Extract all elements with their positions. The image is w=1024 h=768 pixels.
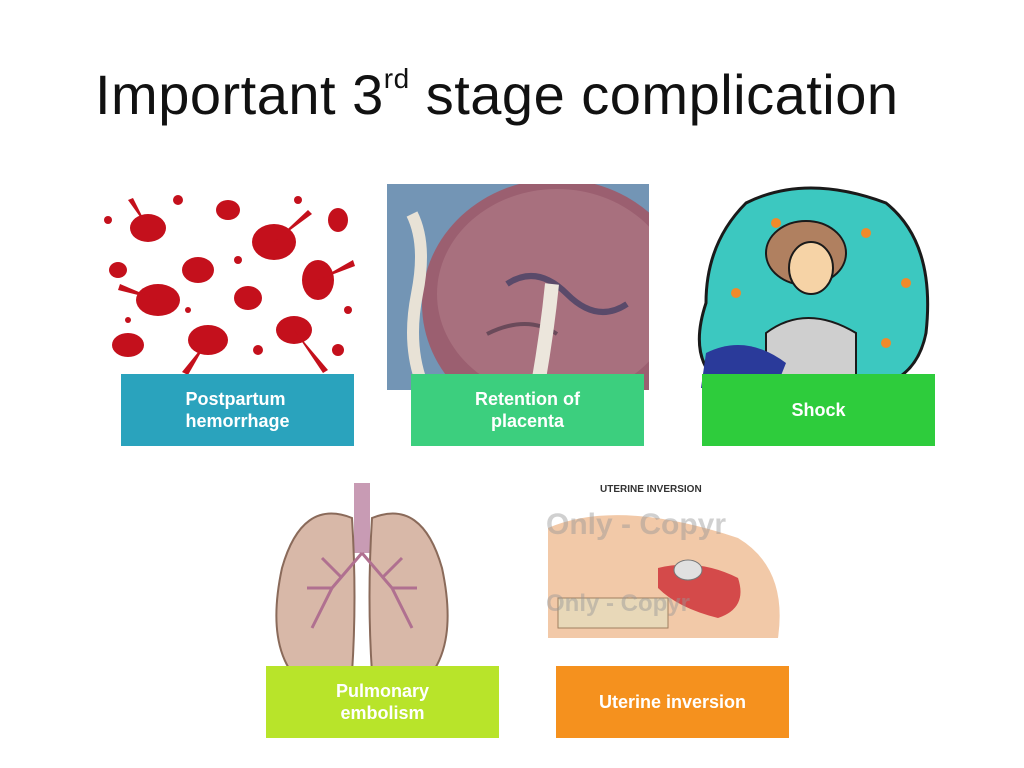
lungs-icon [275, 483, 449, 674]
label-line: placenta [490, 411, 565, 431]
label-line: embolism [340, 703, 425, 723]
label-line: Pulmonary [335, 681, 430, 701]
lungs-image [262, 478, 462, 678]
label-line: Uterine inversion [598, 692, 747, 712]
label-shock: Shock [702, 374, 935, 446]
label-pulmonary-embolism: Pulmonary embolism [266, 666, 499, 738]
blood-splatter-icon [104, 195, 355, 375]
uterine-caption: UTERINE INVERSION [600, 484, 702, 495]
placenta-icon [387, 184, 649, 390]
label-line: Retention of [475, 389, 580, 409]
watermark-text-2: Only - Copyr [546, 590, 691, 617]
shock-cartoon-image [686, 183, 938, 395]
label-text: Postpartum hemorrhage [185, 388, 289, 432]
label-text: Pulmonary embolism [336, 680, 429, 724]
title-superscript: rd [383, 63, 410, 95]
label-line: Postpartum [185, 389, 286, 409]
shock-cartoon-icon [697, 186, 930, 390]
uterine-inversion-icon [548, 515, 780, 638]
label-retention-of-placenta: Retention of placenta [411, 374, 644, 446]
watermark-text-1: Only - Copyr [546, 508, 727, 541]
label-postpartum-hemorrhage: Postpartum hemorrhage [121, 374, 354, 446]
label-text: Retention of placenta [475, 388, 580, 432]
title-rest: stage complication [409, 63, 899, 126]
label-line: hemorrhage [185, 411, 290, 431]
label-uterine-inversion: Uterine inversion [556, 666, 789, 738]
placenta-image [387, 184, 649, 390]
slide-title: Important 3rd stage complication [95, 62, 899, 127]
title-main: Important 3 [95, 63, 384, 126]
blood-splatter-image [98, 180, 358, 380]
uterine-inversion-image: UTERINE INVERSION Only - Copyr Only - Co… [538, 478, 800, 668]
label-line: Shock [791, 400, 846, 420]
